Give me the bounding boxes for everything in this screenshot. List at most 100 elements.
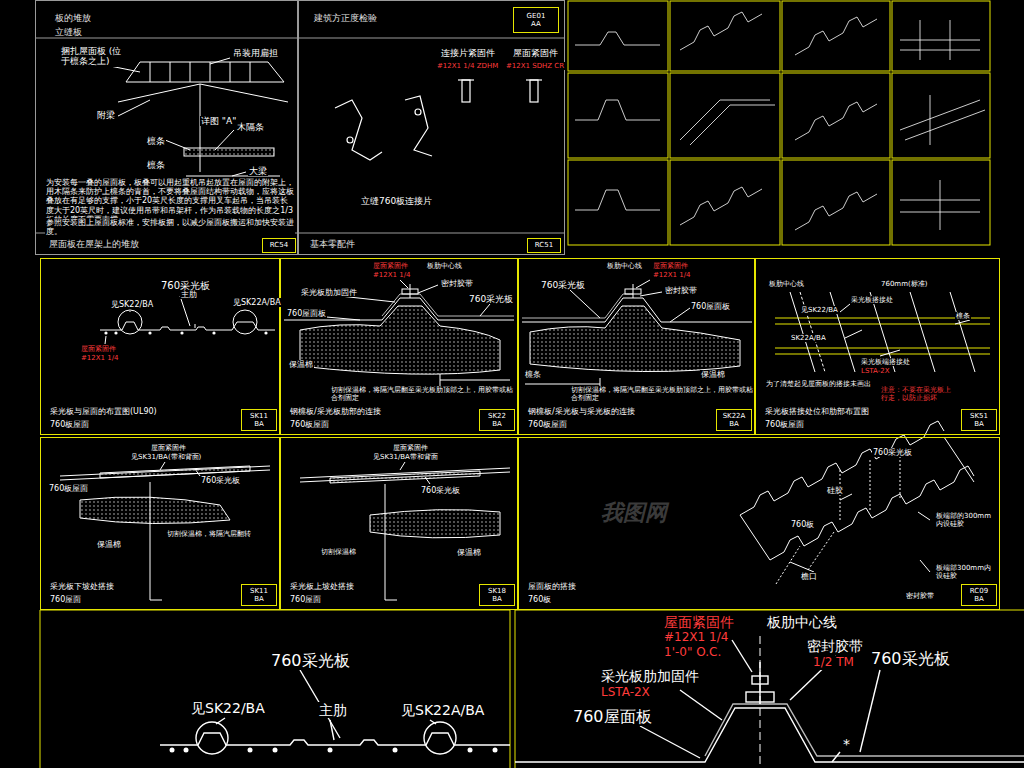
callout-label: 密封胶带 [806,638,864,654]
callout-label: 主肋 [180,290,198,299]
panel-sk11-lap-sketch [60,462,270,600]
drawing-code-box: GE01AA [513,7,559,33]
zoom-sk22-sketch [515,636,1024,768]
drawing-code: BA [492,420,502,428]
drawing-code: SK18 [488,587,506,595]
panel-subtitle: 760板屋面 [289,420,330,429]
callout-label: 密封胶带 [664,286,698,295]
panel-heading: 采光板与屋面的布置图(UL90) [49,407,158,416]
drawing-panel: 采光板上坡处搭接 760屋面 SK18BA [280,437,518,610]
callout-label: 760板屋面 [48,484,89,493]
panel-heading: 采光板搭接处位和肋部布置图 [764,407,870,416]
drawing-code: BA [254,420,264,428]
zoom-sk11-sketch [160,670,510,754]
drawing-code: AA [531,20,541,28]
callout-label: 屋面紧固件 [512,48,559,58]
drawing-code-box: SK11BA [241,584,277,606]
callout-label: 760屋面板 [286,309,327,318]
drawing-code: SK11 [250,587,268,595]
callout-label: 立缝760板连接片 [360,196,433,206]
callout-label: 切割保温棉，将隔汽层翻至采光板肋顶部之上，用胶带或粘合剂固定 [570,386,754,402]
panel-heading: 采光板上坡处搭接 [289,582,355,591]
panel-rc09-sketch [740,421,974,584]
spec-note: 屋面紧固件 [663,614,735,630]
callout-label: 见SK31/BA带和背面 [372,453,439,461]
callout-label: 板肋中心线 [426,262,463,270]
drawing-code-box: SK51BA [961,409,997,431]
panel-heading: 屋面板的搭接 [527,582,577,591]
callout-label: 板肋中心线 [606,262,643,270]
stacking-sketch [110,58,288,176]
drawing-code: BA [974,595,984,603]
callout-label: 檩条 [146,136,166,146]
drawing-code: SK22A [723,412,746,420]
callout-label: 木隔条 [236,122,265,132]
drawing-code: BA [492,595,502,603]
spec-note: #12X1 1/4 [372,271,412,279]
callout-label: 附梁 [96,110,116,120]
panel-subtitle: 760屋面 [49,595,82,604]
callout-label: 檩条 [955,312,971,320]
panel-heading: 钢檩板/采光板与采光板的连接 [527,407,636,416]
callout-label: 760采光板 [270,652,351,670]
drawing-code: BA [729,420,739,428]
drawing-code-box: SK22ABA [716,409,752,431]
panel-heading: 采光板下坡处搭接 [49,582,115,591]
panel-subtitle: 760屋面 [289,595,322,604]
callout-label: 檐口 [800,572,818,581]
callout-label: 760采光板 [870,650,951,668]
callout-label: 板肋中心线 [766,614,838,630]
callout-label: 见SK22/BA [800,306,839,314]
drawing-code: SK11 [250,412,268,420]
spec-note: #12X1 SDHZ CR [505,62,565,70]
drawing-code: RC51 [535,241,553,249]
spec-note: 1/2 TM [812,656,855,670]
callout-label: 吊装用扁担 [232,48,279,58]
callout-label: 760采光板 [540,280,586,290]
panel-subtitle: 760板屋面 [527,420,568,429]
callout-label: 保温棉 [700,370,726,379]
callout-label: 760屋面板 [690,302,731,311]
spec-note: LSTA-2X [600,686,651,700]
drawing-code-box: RC51 [527,238,561,253]
spec-note: 注意：不要在采光板上行走，以防止损坏 [880,386,956,402]
callout-label: 见SK31/BA(带和背面) [130,453,202,461]
thumbnail-sketches [575,12,985,230]
drawing-code: RC54 [270,241,288,249]
panel-subtitle: 760板屋面 [49,420,90,429]
callout-label: 檩条 [524,370,542,379]
drawing-code-box: RC54 [262,238,296,253]
callout-label: 板端部300mm内设硅胶 [935,564,997,580]
callout-label: 屋面紧固件 [150,444,187,452]
panel-sk51-sketch [775,292,990,372]
panel-subtitle: 760板屋面 [764,420,805,429]
spec-note: #12X1 1/4 ZDHM [436,62,499,70]
zoom-frames [40,610,1024,768]
spec-note: 1'-0" O.C. [663,646,722,660]
drawing-code-box: SK22BA [479,409,515,431]
spec-note: 屋面紧固件 [80,345,117,353]
callout-label: 见SK22/BA [190,700,266,716]
drawing-code-box: SK11BA [241,409,277,431]
callout-label: 板端部的300mm内设硅胶 [935,512,997,528]
callout-label: 见SK22/BA [110,300,154,309]
callout-label: 密封胶带 [440,279,474,288]
spec-note: #12X1 1/4 [80,354,120,362]
callout-label: * [842,736,851,752]
callout-label: 760板 [790,520,815,529]
drawing-code-box: RC09BA [961,584,997,606]
callout-label: 760屋面板 [572,708,653,726]
panel-heading: 钢檩板/采光板肋部的连接 [289,407,382,416]
callout-label: 为了清楚起见屋面板的搭接未画出 [765,380,872,388]
drawing-code: SK22 [488,412,506,420]
callout-label: 760采光板 [420,486,461,495]
callout-label: 切割保温棉，将隔汽层翻转 [166,530,260,538]
callout-label: 采光板肋加固件 [300,288,358,297]
callout-label: 捆扎屋面板 (位于檩条之上) [60,46,126,67]
panel-subtitle: 基本零配件 [309,239,356,249]
callout-label: 采光板端搭接处 [860,358,911,366]
callout-label: 大梁 [248,166,268,176]
callout-label: 760采光板 [872,448,913,457]
watermark: 我图网 [600,500,668,525]
callout-label: 密封胶带 [905,592,935,600]
